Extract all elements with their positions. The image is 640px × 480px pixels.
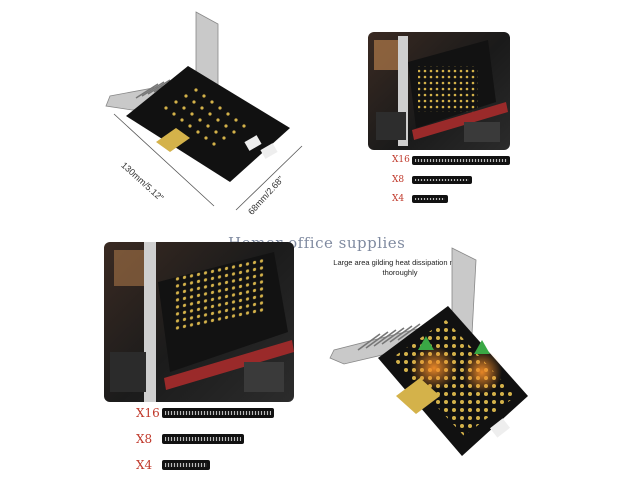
card-dimension-view: 130mm/5.12" 68mm/2.68" xyxy=(96,10,326,220)
gold-pad-grid xyxy=(164,88,246,146)
slot-label-x4: X4 xyxy=(392,194,405,204)
card-heat-view xyxy=(322,246,534,462)
slot-bar-x4-bottom xyxy=(162,460,210,470)
slot-bar-x8 xyxy=(412,176,472,184)
slot-bar-x16 xyxy=(412,156,510,165)
slot-label-x16: X16 xyxy=(392,155,410,165)
heat-dissipation-caption: Large area gilding heat dissipation more… xyxy=(333,258,467,277)
slot-label-x4-bottom: X4 xyxy=(136,458,153,472)
slot-label-x8: X8 xyxy=(392,175,405,185)
pcie-card-heat-illustration xyxy=(329,247,528,456)
pcie-card-illustration xyxy=(105,11,303,211)
slot-bar-x4 xyxy=(412,195,448,203)
slot-bar-x8-bottom xyxy=(162,434,244,444)
slot-label-x8-bottom: X8 xyxy=(136,432,153,446)
slot-label-x16-bottom: X16 xyxy=(136,406,160,420)
motherboard-photo-top xyxy=(368,32,510,150)
slot-bar-x16-bottom xyxy=(162,408,274,418)
motherboard-photo-bottom xyxy=(104,242,294,402)
